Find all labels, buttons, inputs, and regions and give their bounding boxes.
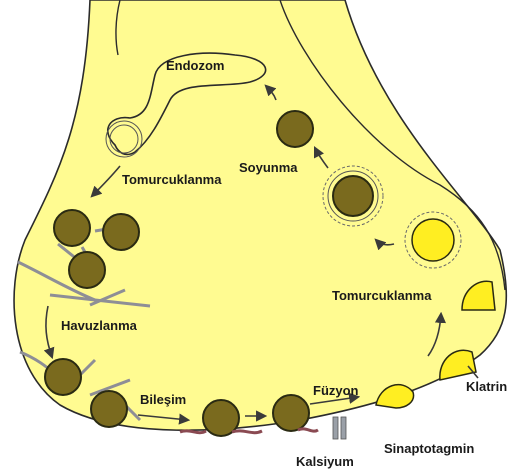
vesicle-icon: [333, 176, 373, 216]
pooling-label: Havuzlanma: [61, 318, 138, 333]
fusion-label: Füzyon: [313, 383, 359, 398]
vesicle-icon: [69, 252, 105, 288]
docking-label: Bileşim: [140, 392, 186, 407]
clathrin-label: Klatrin: [466, 379, 507, 394]
clathrin-coat-icon: [412, 219, 454, 261]
vesicle-icon: [273, 395, 309, 431]
calcium-label: Kalsiyum: [296, 454, 354, 469]
vesicle-icon: [45, 359, 81, 395]
vesicle-icon: [277, 111, 313, 147]
calcium-channel-icon: [333, 417, 346, 439]
budding-top-label: Tomurcuklanma: [122, 172, 222, 187]
vesicle-icon: [103, 214, 139, 250]
vesicle-icon: [91, 391, 127, 427]
uncoating-label: Soyunma: [239, 160, 298, 175]
synaptotagmin-label: Sinaptotagmin: [384, 441, 474, 456]
endosome-label: Endozom: [166, 58, 225, 73]
budding-right-label: Tomurcuklanma: [332, 288, 432, 303]
vesicle-icon: [54, 210, 90, 246]
